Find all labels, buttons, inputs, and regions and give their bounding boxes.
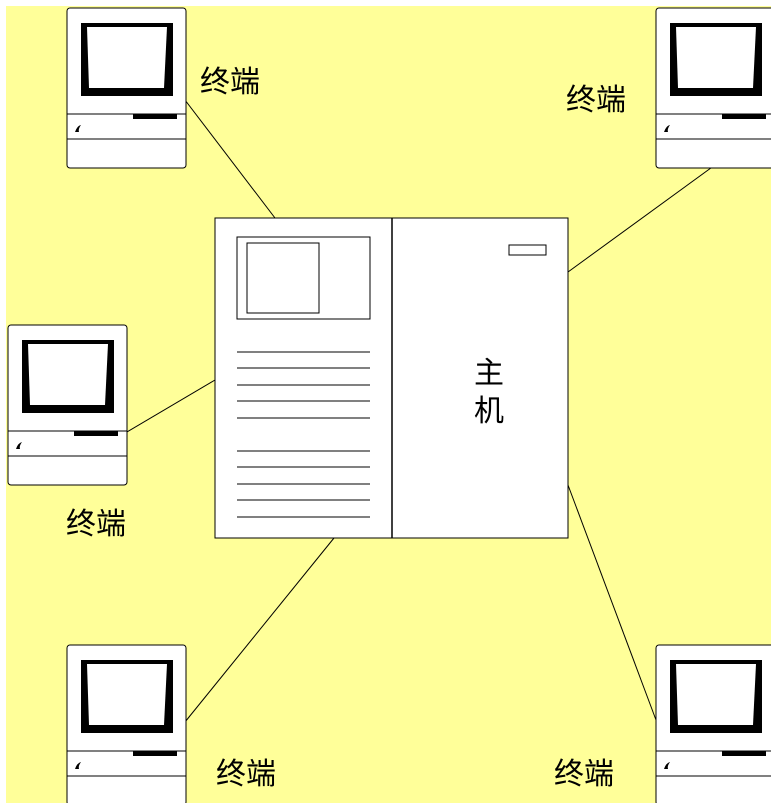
host-label-line2: 机	[474, 393, 504, 429]
host-label-line1: 主	[474, 356, 504, 391]
host-panel-screen	[246, 242, 320, 314]
terminal-top-right	[655, 7, 771, 169]
terminal-bottom-left	[66, 644, 187, 803]
terminal-label-top-left: 终端	[200, 65, 260, 100]
connection-line-top-right	[567, 164, 716, 273]
connection-line-middle-left	[126, 379, 216, 433]
terminal-top-left	[66, 7, 187, 169]
host-vent-lines	[237, 351, 370, 518]
host-indicator-slot	[508, 244, 547, 256]
connection-line-bottom-left	[184, 537, 335, 723]
connection-line-top-left	[184, 99, 276, 219]
host-computer	[214, 217, 569, 539]
connection-line-bottom-right	[567, 484, 657, 721]
terminal-label-top-right: 终端	[566, 83, 626, 118]
host-label: 主 机	[469, 355, 509, 430]
terminal-middle-left	[7, 324, 128, 486]
terminal-label-bottom-left: 终端	[216, 757, 276, 792]
terminal-label-middle-left: 终端	[66, 507, 126, 542]
terminal-label-bottom-right: 终端	[554, 757, 614, 792]
terminal-bottom-right	[655, 644, 771, 803]
